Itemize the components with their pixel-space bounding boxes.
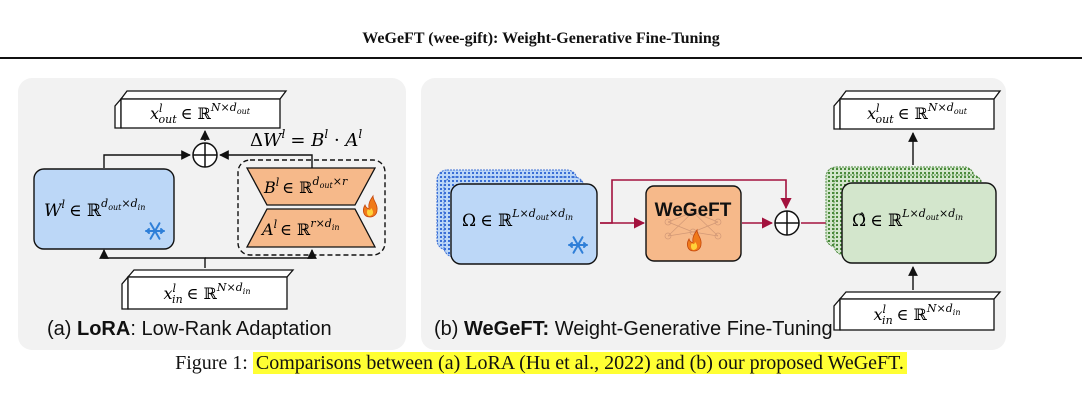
wegeft-generated-weights: Ω̂∈ ℝL×dout×din	[826, 167, 996, 263]
figure-caption-text: Comparisons between (a) LoRA (Hu et al.,…	[253, 352, 907, 374]
panel-a-caption: (a) LoRA: Low-Rank Adaptation	[47, 318, 332, 341]
panel-b-caption: (b) WeGeFT: Weight-Generative Fine-Tunin…	[434, 318, 833, 341]
wegeft-frozen-weights: Ω∈ ℝL×dout×din	[437, 170, 597, 264]
lora-a-matrix: Al∈ ℝr×din	[247, 209, 375, 247]
wegeft-add-node	[775, 211, 799, 235]
svg-text:WeGeFT: WeGeFT	[655, 200, 732, 221]
lora-b-matrix: Bl∈ ℝdout×r	[247, 168, 375, 205]
figure-label: Figure 1:	[175, 352, 253, 374]
figure-caption: Figure 1: Comparisons between (a) LoRA (…	[0, 352, 1082, 375]
lora-frozen-weight: Wl∈ ℝdout×din	[34, 169, 174, 249]
lora-add-node	[193, 143, 217, 167]
lora-delta-equation: ΔWl= Bl · Al	[250, 127, 362, 151]
flame-icon	[363, 196, 377, 217]
